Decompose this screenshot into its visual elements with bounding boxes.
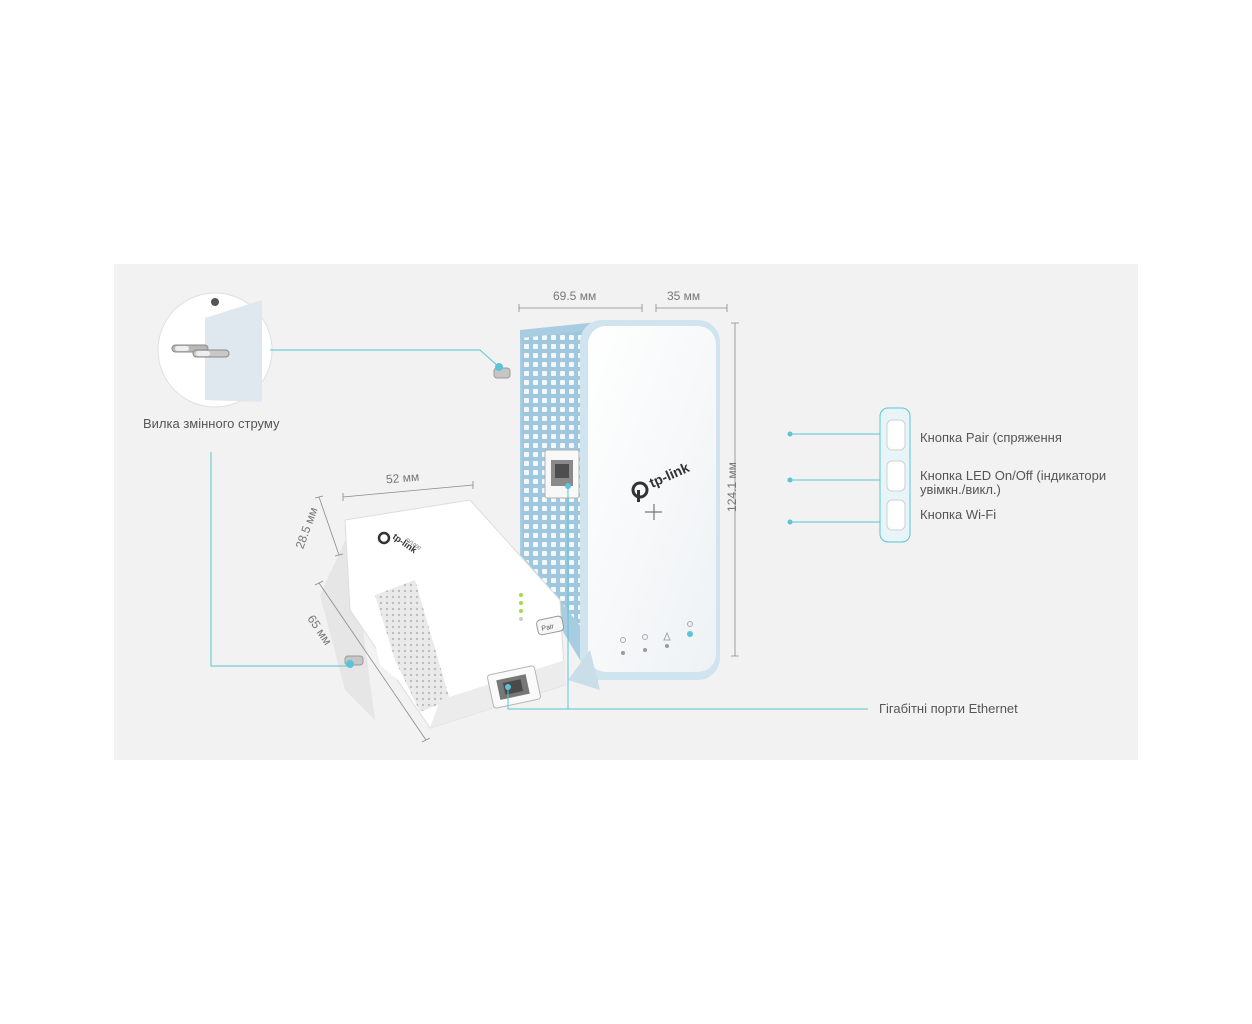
label-pair-button: Кнопка Pair (спряження [920, 430, 1062, 445]
small-adapter: tp-link AV1000 Pair [320, 499, 566, 729]
small-pair-button-label: Pair [541, 623, 555, 633]
dim-large-depth: 35 мм [667, 289, 701, 303]
label-led-button: Кнопка LED On/Off (індикатори увімкн./ви… [920, 469, 1106, 497]
label-ethernet-ports: Гігабітні порти Ethernet [879, 701, 1018, 716]
callout-dots [787, 431, 793, 525]
plug-callout [157, 292, 273, 408]
large-adapter: tp-link [493, 320, 720, 690]
dim-large-height: 124.1 мм [724, 462, 739, 512]
label-led-button-line1: Кнопка LED On/Off (індикатори [920, 468, 1107, 483]
dimension-lines [314, 304, 739, 743]
label-wifi-button: Кнопка Wi-Fi [920, 507, 997, 522]
callout-lines [210, 349, 880, 710]
dim-small-width: 52 мм [385, 469, 420, 487]
dim-large-width: 69.5 мм [553, 289, 597, 303]
label-ac-plug: Вилка змінного струму [143, 416, 280, 431]
label-led-button-line2: увімкн./викл.) [920, 482, 1001, 497]
button-panel [879, 407, 911, 543]
